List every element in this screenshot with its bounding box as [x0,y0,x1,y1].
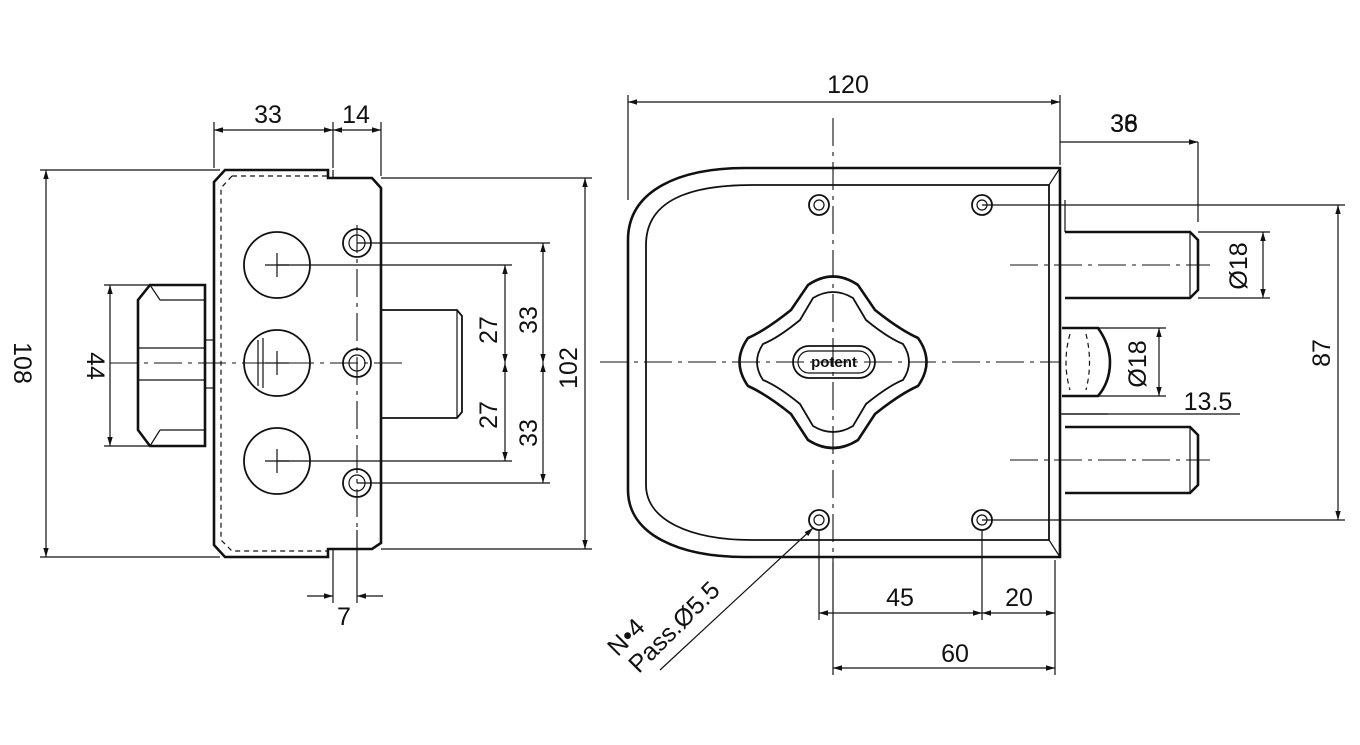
side-body-dashed-outline [220,175,328,552]
dim-120-width: 120 [827,71,869,99]
dim-13-5: 13.5 [1184,388,1233,416]
front-view: potent 120 38 36 [600,71,1345,679]
side-bolt [381,309,463,419]
dim-87-height: 87 [1308,339,1336,367]
dim-102-height: 102 [555,347,583,389]
brand-logo: potent [811,354,857,371]
dim-33-top: 33 [515,306,543,334]
dim-60: 60 [941,640,969,668]
mounting-hole-bottom-left [808,509,830,531]
dim-45: 45 [886,584,914,612]
front-knob: potent [738,275,928,450]
upper-bolt [1064,200,1200,300]
dim-108-height: 108 [8,342,36,384]
latch [1062,326,1112,415]
side-knob [136,283,215,448]
dim-33-bottom: 33 [515,419,543,447]
dim-27-top: 27 [475,316,503,344]
dim-44-knob: 44 [81,352,109,380]
dim-27-bottom: 27 [475,401,503,429]
dim-7-offset: 7 [337,603,351,631]
side-lock-body [212,168,383,559]
dim-36-projection: 36 [1110,110,1138,138]
front-body-inner-outline [645,184,1050,541]
dim-38-projection: 38 [1110,110,1138,138]
dim-14-width: 14 [342,101,370,129]
brand-logo-frame [792,345,876,379]
dim-33-width: 33 [254,101,282,129]
front-lock-body [626,166,1062,559]
side-view: 33 14 108 44 27 27 33 33 102 [8,101,592,631]
dim-diameter-18-latch: Ø18 [1124,340,1152,387]
dim-diameter-18-bolt: Ø18 [1225,242,1253,289]
dim-20: 20 [1005,584,1033,612]
mounting-hole-top-left [808,194,830,216]
